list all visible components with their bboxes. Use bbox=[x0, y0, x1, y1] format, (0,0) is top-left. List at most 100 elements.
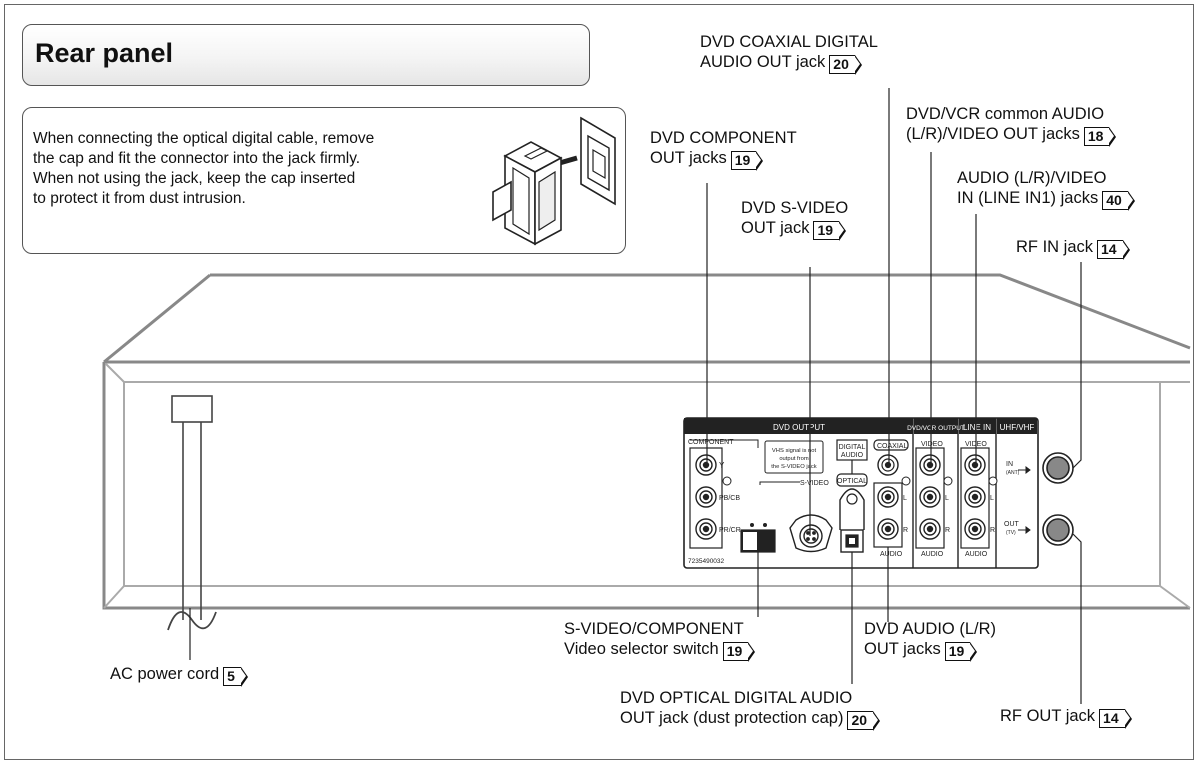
note-line: When connecting the optical digital cabl… bbox=[33, 130, 375, 147]
callout-line: DVD COAXIAL DIGITAL bbox=[700, 33, 878, 51]
panel-dvd-output: DVD OUTPUT bbox=[773, 423, 825, 432]
leader-lines bbox=[706, 88, 1082, 704]
callout-line: DVD S-VIDEO bbox=[741, 199, 849, 217]
panel-component: COMPONENT bbox=[688, 439, 734, 446]
optical-cap-illustration bbox=[492, 116, 616, 246]
page-ref: 14 bbox=[1097, 239, 1130, 260]
page-ref: 19 bbox=[730, 150, 763, 171]
callout-line: RF OUT jack bbox=[1000, 707, 1096, 725]
page-ref: 19 bbox=[944, 641, 977, 662]
callout-line: Video selector switch bbox=[564, 640, 719, 658]
dvd-audio-jacks bbox=[873, 476, 911, 548]
page-ref: 19 bbox=[813, 220, 846, 241]
page-ref: 19 bbox=[722, 641, 755, 662]
panel-digital: DIGITAL bbox=[839, 444, 866, 451]
page-ref: 20 bbox=[829, 54, 862, 75]
svideo-jack bbox=[789, 514, 833, 553]
panel-r: R bbox=[945, 527, 950, 534]
rf-jacks bbox=[1042, 452, 1074, 546]
panel-line-in: LINE IN bbox=[963, 423, 991, 432]
note-line: to protect it from dust intrusion. bbox=[33, 190, 246, 207]
panel-optical: OPTICAL bbox=[837, 478, 867, 485]
panel-pb: PB/CB bbox=[719, 495, 740, 502]
panel-pr: PR/CR bbox=[719, 527, 741, 534]
component-jacks bbox=[689, 439, 759, 549]
vhs-note-line: VHS signal is not bbox=[772, 448, 817, 454]
panel-audio: AUDIO bbox=[880, 551, 903, 558]
line-in-jacks bbox=[960, 447, 998, 549]
callout-line: DVD/VCR common AUDIO bbox=[906, 105, 1105, 123]
component-jack bbox=[695, 454, 717, 540]
page-ref: 14 bbox=[1099, 708, 1132, 729]
vhs-note-line: output from bbox=[779, 456, 808, 462]
callout-line: RF IN jack bbox=[1016, 238, 1094, 256]
panel-video: VIDEO bbox=[921, 441, 943, 448]
selector-switch bbox=[740, 481, 800, 553]
panel-y: Y bbox=[719, 461, 725, 470]
panel-svideo: S-VIDEO bbox=[800, 480, 829, 487]
note-line: When not using the jack, keep the cap in… bbox=[33, 170, 356, 187]
title-box: Rear panel bbox=[22, 24, 590, 86]
vhs-note bbox=[764, 440, 824, 474]
callout-line: (L/R)/VIDEO OUT jacks bbox=[906, 125, 1080, 143]
callout-optical: DVD OPTICAL DIGITAL AUDIO OUT jack (dust… bbox=[620, 688, 880, 731]
callout-line: DVD COMPONENT bbox=[650, 129, 797, 147]
panel-l: L bbox=[990, 495, 994, 502]
callout-line: OUT jacks bbox=[864, 640, 941, 658]
panel-out: OUT bbox=[1004, 521, 1020, 528]
page-ref: 18 bbox=[1083, 126, 1116, 147]
note-box: When connecting the optical digital cabl… bbox=[22, 107, 626, 254]
panel-audio-word: AUDIO bbox=[841, 452, 864, 459]
optical-jack bbox=[836, 439, 868, 553]
page-ref: 40 bbox=[1102, 190, 1135, 211]
coaxial-jack bbox=[873, 439, 909, 476]
panel-dvd-vcr-output: DVD/VCR OUTPUT bbox=[907, 425, 965, 432]
panel-in-sub: (ANT) bbox=[1006, 470, 1020, 476]
panel-l: L bbox=[945, 495, 949, 502]
callout-common-av: DVD/VCR common AUDIO (L/R)/VIDEO OUT jac… bbox=[906, 104, 1116, 147]
panel-uhf-vhf: UHF/VHF bbox=[1000, 423, 1035, 432]
callout-line: DVD AUDIO (L/R) bbox=[864, 620, 997, 638]
unit-body-inner bbox=[103, 363, 1191, 609]
callout-line: DVD OPTICAL DIGITAL AUDIO bbox=[620, 689, 853, 707]
panel-r: R bbox=[990, 527, 995, 534]
page-title: Rear panel bbox=[35, 38, 174, 68]
panel-l: L bbox=[903, 495, 907, 502]
ac-power-cord bbox=[167, 395, 217, 660]
callout-line: OUT jacks bbox=[650, 149, 727, 167]
callout-line: AUDIO OUT jack bbox=[700, 53, 826, 71]
panel-in: IN bbox=[1006, 461, 1013, 468]
note-line: the cap and fit the connector into the j… bbox=[33, 150, 361, 167]
panel-serial: 7235490032 bbox=[688, 558, 725, 565]
callout-line: OUT jack bbox=[741, 219, 810, 237]
panel-coaxial: COAXIAL bbox=[877, 443, 907, 450]
vhs-note-line: the S-VIDEO jack bbox=[771, 464, 817, 470]
page-ref: 5 bbox=[223, 666, 248, 687]
callout-line: S-VIDEO/COMPONENT bbox=[564, 620, 744, 638]
callout-line: AC power cord bbox=[110, 665, 220, 683]
diagram-frame bbox=[4, 4, 1194, 760]
callout-line-with-ref: OUT jack (dust protection cap)20 bbox=[620, 708, 880, 731]
panel-audio: AUDIO bbox=[965, 551, 988, 558]
panel-out-sub: (TV) bbox=[1006, 530, 1016, 536]
common-av-jacks bbox=[915, 447, 953, 549]
